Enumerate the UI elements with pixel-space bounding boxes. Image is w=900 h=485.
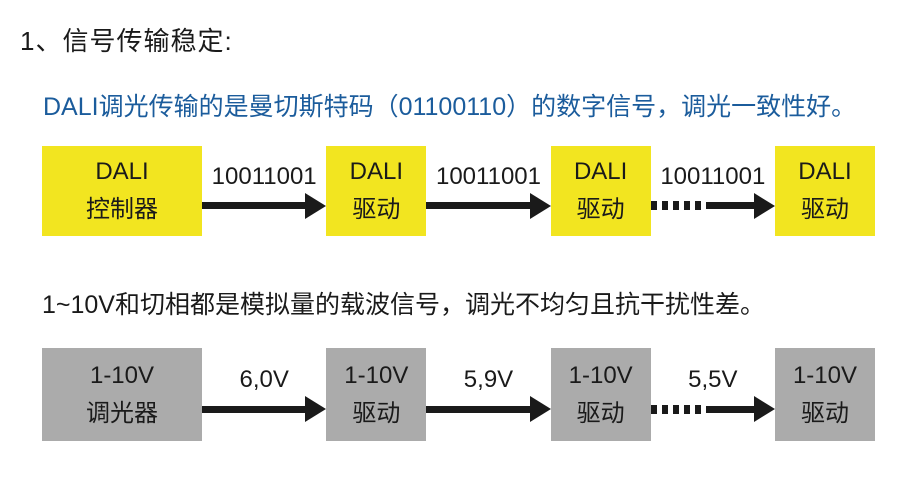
arrow-shaft <box>426 202 530 209</box>
arrow-shaft <box>426 405 530 413</box>
box-label-line2: 控制器 <box>86 196 158 223</box>
analog-dimmer-box: 1-10V 调光器 <box>42 348 202 441</box>
analog-arrow-1: 6,0V <box>202 348 327 441</box>
analog-arrow-2: 5,9V <box>426 348 551 441</box>
dali-controller-box: DALI 控制器 <box>42 146 202 236</box>
arrow-voltage-label: 5,5V <box>688 366 738 393</box>
arrow-head <box>305 396 327 422</box>
box-label-line2: 调光器 <box>86 399 158 427</box>
box-label-line2: 驱动 <box>576 196 625 223</box>
box-label-line1: DALI <box>95 158 149 185</box>
arrow-shaft <box>705 202 754 209</box>
arrow-signal-label: 10011001 <box>211 162 317 190</box>
dali-driver-box-2: DALI 驱动 <box>550 146 651 236</box>
box-label-line1: 1-10V <box>89 361 155 389</box>
arrow-head <box>753 396 775 422</box>
dashed-arrow-right-icon <box>650 396 775 422</box>
analog-driver-box-3: 1-10V 驱动 <box>774 348 875 441</box>
box-label-line2: 驱动 <box>352 196 401 223</box>
analog-description: 1~10V和切相都是模拟量的载波信号，调光不均匀且抗干扰性差。 <box>42 291 765 319</box>
arrow-dashes <box>650 404 703 414</box>
dali-flow-diagram: DALI 控制器 10011001 DALI 驱动 10011001 DALI … <box>42 146 875 236</box>
box-label-line1: 1-10V <box>792 361 857 389</box>
analog-arrow-3: 5,5V <box>650 348 775 441</box>
box-label-line1: 1-10V <box>568 361 633 389</box>
dali-description: DALI调光传输的是曼切斯特码（01100110）的数字信号，调光一致性好。 <box>43 93 857 121</box>
analog-driver-box-1: 1-10V 驱动 <box>326 348 427 441</box>
box-label-line1: DALI <box>798 158 852 185</box>
dali-arrow-3: 10011001 <box>650 146 775 236</box>
analog-flow-diagram: 1-10V 调光器 6,0V 1-10V 驱动 5,9V 1-10V 驱动 <box>42 348 875 441</box>
arrow-right-icon <box>202 192 327 219</box>
arrow-dashes <box>650 201 703 210</box>
page-title: 1、信号传输稳定: <box>20 26 233 56</box>
arrow-head <box>529 192 551 219</box>
arrow-head <box>529 396 551 422</box>
dashed-arrow-right-icon <box>650 192 775 219</box>
box-label-line1: DALI <box>573 158 628 185</box>
analog-driver-box-2: 1-10V 驱动 <box>550 348 651 441</box>
dali-driver-box-1: DALI 驱动 <box>326 146 427 236</box>
box-label-line2: 驱动 <box>352 399 401 427</box>
arrow-right-icon <box>426 396 551 422</box>
arrow-head <box>753 192 775 219</box>
arrow-shaft <box>202 405 306 413</box>
arrow-voltage-label: 5,9V <box>463 366 514 393</box>
dali-arrow-2: 10011001 <box>426 146 551 236</box>
arrow-signal-label: 10011001 <box>435 162 541 190</box>
arrow-shaft <box>705 405 754 413</box>
box-label-line2: 驱动 <box>576 399 625 427</box>
box-label-line1: 1-10V <box>344 361 409 389</box>
arrow-right-icon <box>426 192 551 219</box>
box-label-line2: 驱动 <box>800 196 849 223</box>
arrow-head <box>305 192 327 219</box>
arrow-right-icon <box>202 396 327 422</box>
box-label-line2: 驱动 <box>800 399 849 427</box>
dali-driver-box-3: DALI 驱动 <box>774 146 875 236</box>
dali-arrow-1: 10011001 <box>202 146 327 236</box>
arrow-voltage-label: 6,0V <box>239 366 289 393</box>
arrow-shaft <box>202 202 306 209</box>
box-label-line1: DALI <box>349 158 403 185</box>
arrow-signal-label: 10011001 <box>660 162 766 190</box>
